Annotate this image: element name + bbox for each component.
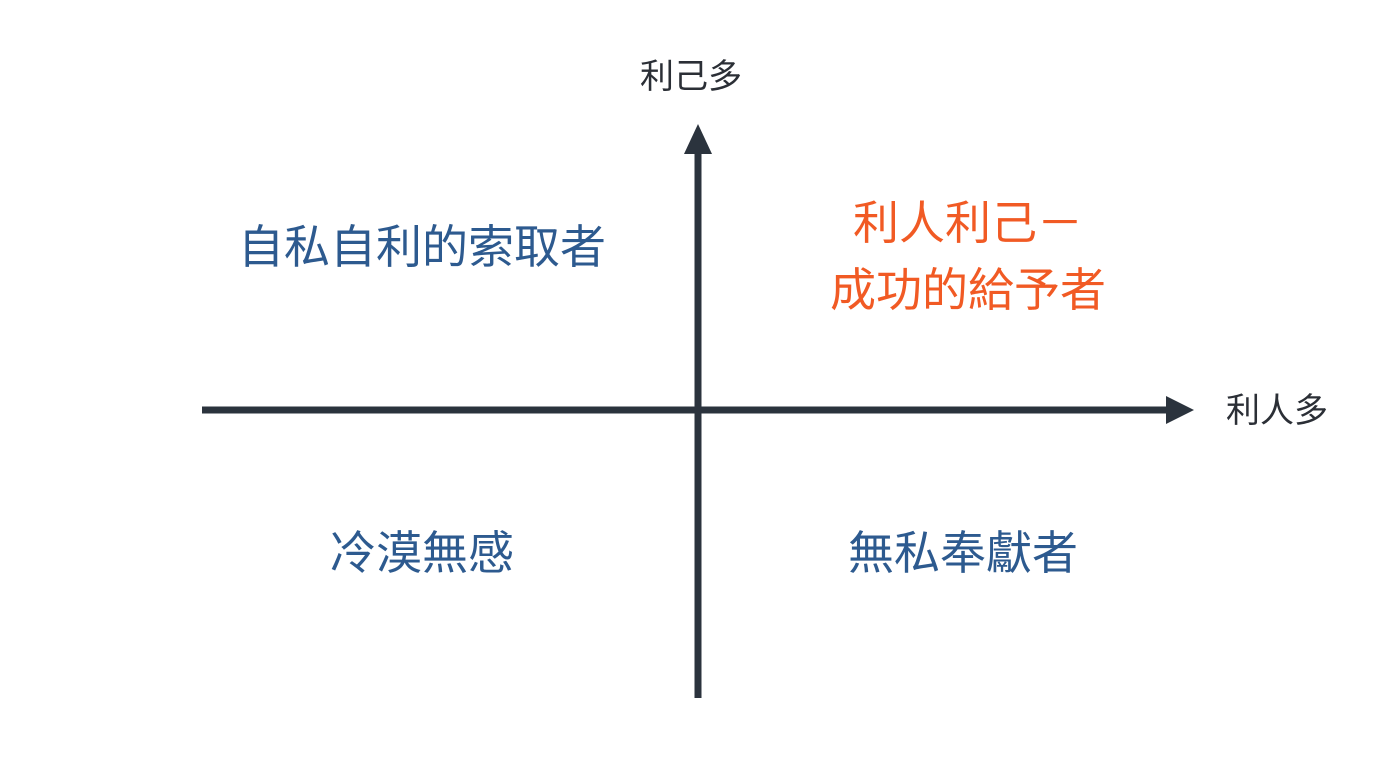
quadrant-top-right-line1: 利人利己－ (853, 196, 1083, 250)
x-axis-arrow-icon (1166, 396, 1194, 424)
quadrant-bottom-right-label: 無私奉獻者 (848, 526, 1078, 580)
quadrant-bottom-left-label: 冷漠無感 (330, 526, 514, 580)
y-axis-arrow-icon (684, 124, 712, 154)
x-axis-label: 利人多 (1226, 391, 1328, 431)
quadrant-top-left-label: 自私自利的索取者 (238, 220, 606, 274)
quadrant-top-right-line2: 成功的給予者 (830, 262, 1106, 317)
y-axis-label: 利己多 (640, 57, 742, 97)
quadrant-top-right-label: 利人利己－ 成功的給予者 (822, 190, 1114, 323)
